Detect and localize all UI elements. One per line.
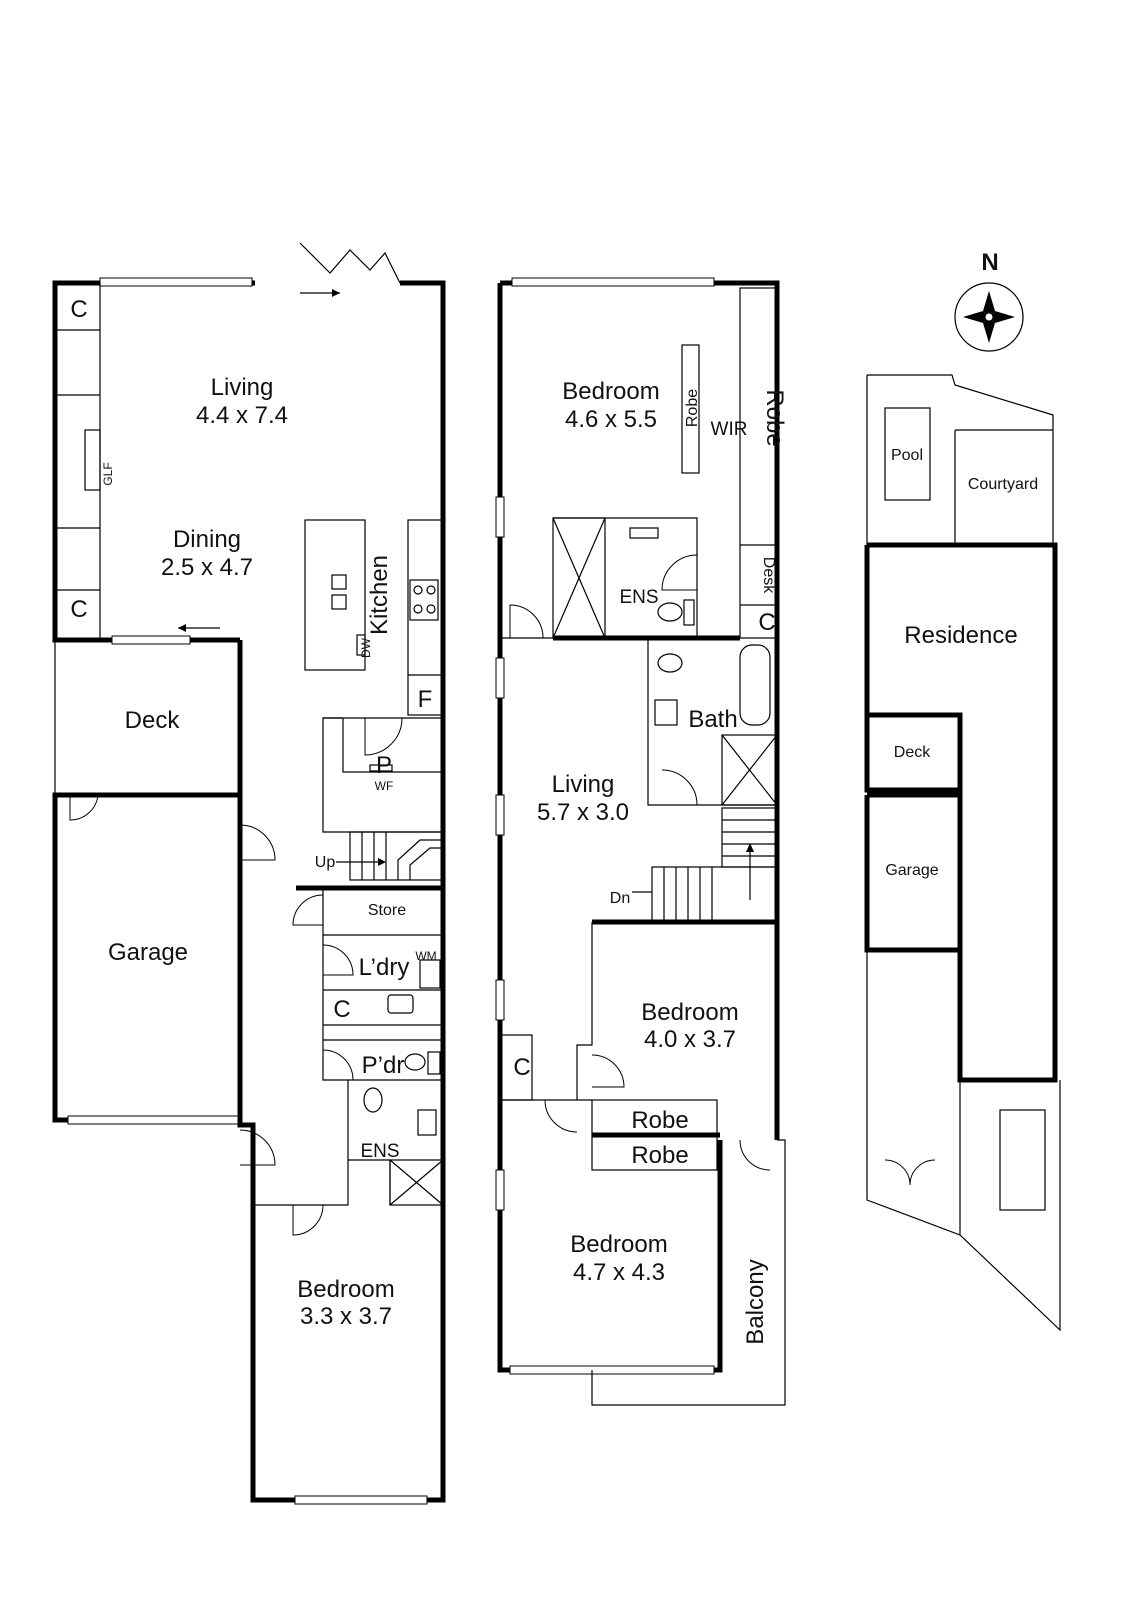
- gf-dining-name: Dining: [173, 526, 241, 553]
- ff-cupboard-2: C: [513, 1054, 530, 1081]
- ff-balcony-label: Balcony: [742, 1259, 769, 1344]
- gf-ens-label: ENS: [360, 1141, 399, 1162]
- ff-ens-label: ENS: [619, 587, 658, 608]
- ff-bedroom2-size: 4.0 x 3.7: [644, 1026, 736, 1053]
- ff-bedroom3-name: Bedroom: [570, 1231, 667, 1258]
- ff-robe-a-label: Robe: [631, 1107, 688, 1134]
- gf-glf-label: GLF: [101, 462, 115, 485]
- ff-bedroom3-size: 4.7 x 4.3: [573, 1259, 665, 1286]
- gf-wf-label: WF: [375, 779, 394, 793]
- site-plan: [864, 282, 1061, 1332]
- gf-bedroom-size: 3.3 x 3.7: [300, 1303, 392, 1330]
- gf-deck-label: Deck: [125, 707, 181, 734]
- gf-dining-size: 2.5 x 4.7: [161, 554, 253, 581]
- site-residence-label: Residence: [904, 622, 1017, 649]
- first-floor-plan: [495, 277, 786, 1406]
- gf-pantry-label: P: [376, 752, 392, 779]
- ff-desk-label: Desk: [760, 557, 777, 594]
- gf-cupboard-1: C: [70, 296, 87, 323]
- ff-bedroom2-name: Bedroom: [641, 999, 738, 1026]
- gf-powder-label: P’dr: [362, 1052, 405, 1079]
- gf-cupboard-3: C: [333, 996, 350, 1023]
- gf-cupboard-2: C: [70, 596, 87, 623]
- gf-bedroom-name: Bedroom: [297, 1276, 394, 1303]
- ff-cupboard-1: C: [758, 609, 775, 636]
- gf-up-label: Up: [315, 854, 336, 871]
- gf-fridge-label: F: [418, 686, 433, 713]
- gf-kitchen-label: Kitchen: [366, 555, 393, 635]
- ff-wir-label: WIR: [711, 419, 748, 440]
- ff-robe-b-label: Robe: [631, 1142, 688, 1169]
- ff-main-bedroom-size: 4.6 x 5.5: [565, 406, 657, 433]
- gf-living-size: 4.4 x 7.4: [196, 402, 288, 429]
- gf-wm-label: WM: [415, 949, 436, 963]
- ff-living-name: Living: [552, 771, 615, 798]
- site-garage-label: Garage: [885, 862, 938, 879]
- site-pool-label: Pool: [891, 447, 923, 464]
- gf-garage-label: Garage: [108, 939, 188, 966]
- ff-living-size: 5.7 x 3.0: [537, 799, 629, 826]
- gf-dw-label: DW: [359, 637, 373, 658]
- ff-bath-label: Bath: [688, 706, 737, 733]
- ground-floor-plan: [52, 242, 446, 1505]
- compass-north-label: N: [981, 249, 998, 276]
- gf-store-label: Store: [368, 902, 406, 919]
- ff-robe-inner-label: Robe: [684, 389, 701, 427]
- gf-living-name: Living: [211, 374, 274, 401]
- site-deck-label: Deck: [894, 744, 931, 761]
- gf-laundry-label: L’dry: [359, 954, 410, 981]
- site-courtyard-label: Courtyard: [968, 476, 1038, 493]
- ff-dn-label: Dn: [610, 890, 630, 907]
- ff-robe-side-label: Robe: [761, 389, 788, 446]
- ff-main-bedroom-name: Bedroom: [562, 378, 659, 405]
